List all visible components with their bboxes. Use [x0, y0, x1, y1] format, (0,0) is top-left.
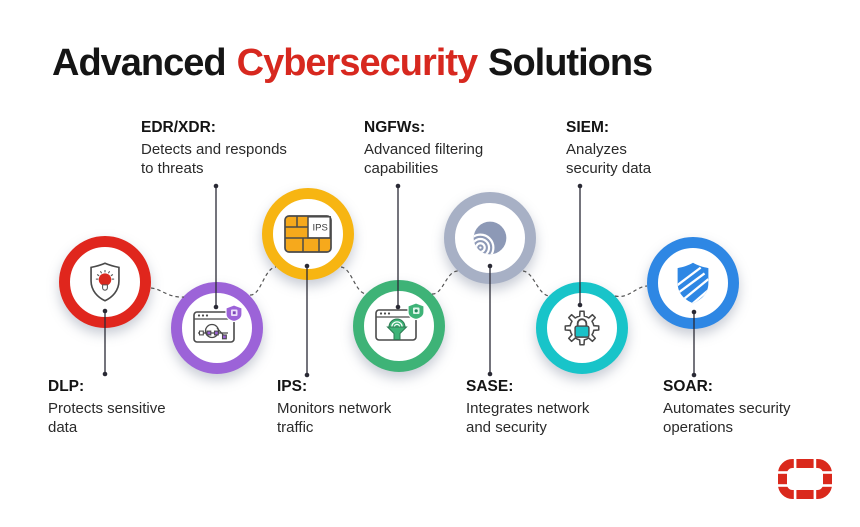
firewall-brick-wall-icon: IPS [284, 215, 332, 253]
title-part2: Solutions [488, 42, 653, 84]
dashed-connector-edr-ips [249, 266, 277, 296]
browser-filter-icon [375, 302, 425, 341]
dashed-connector-siem-soar [614, 285, 648, 298]
fortinet-logo [778, 459, 832, 499]
label-dlp-title: DLP: [48, 378, 85, 395]
label-soar-desc: Automates security operations [663, 400, 791, 436]
title-highlight: Cybersecurity [236, 42, 478, 84]
label-ips: IPS: Monitors network traffic [277, 378, 417, 437]
label-siem-title: SIEM: [566, 119, 610, 136]
solution-circle-ips: IPS [262, 188, 354, 280]
label-siem: SIEM: Analyzes security data [566, 119, 676, 178]
label-dlp-desc: Protects sensitive data [48, 400, 166, 436]
title-part1: Advanced [52, 42, 227, 84]
striped-shield-icon [677, 262, 709, 304]
solution-circle-siem [536, 282, 628, 374]
page-title: Advanced Cybersecurity Solutions [52, 42, 653, 85]
solution-circle-dlp [59, 236, 151, 328]
label-ips-title: IPS: [277, 378, 308, 395]
solution-circle-sase [444, 192, 536, 284]
solution-circle-ngfw [353, 280, 445, 372]
gear-lock-icon [564, 310, 600, 346]
label-siem-desc: Analyzes security data [566, 141, 652, 177]
dashed-connector-sase-siem [522, 270, 551, 297]
ips-icon-text: IPS [313, 223, 328, 234]
label-soar-title: SOAR: [663, 378, 713, 395]
label-edr-desc: Detects and responds to threats [141, 141, 287, 177]
label-ngfw: NGFWs: Advanced filtering capabilities [364, 119, 504, 178]
dashed-connector-ngfw-sase [431, 270, 459, 295]
label-sase-title: SASE: [466, 378, 514, 395]
sphere-signal-icon [473, 221, 507, 255]
label-ngfw-desc: Advanced filtering capabilities [364, 141, 484, 177]
solution-circle-edr [171, 282, 263, 374]
label-dlp: DLP: Protects sensitive data [48, 378, 188, 437]
label-edr-title: EDR/XDR: [141, 119, 216, 136]
label-ips-desc: Monitors network traffic [277, 400, 392, 436]
label-soar: SOAR: Automates security operations [663, 378, 813, 437]
solution-circle-soar [647, 237, 739, 329]
label-edr: EDR/XDR: Detects and responds to threats [141, 119, 301, 178]
label-ngfw-title: NGFWs: [364, 119, 426, 136]
dashed-connector-dlp-edr [150, 287, 185, 298]
dashed-connector-ips-ngfw [340, 266, 368, 295]
browser-network-scan-icon [193, 304, 243, 343]
label-sase: SASE: Integrates network and security [466, 378, 611, 437]
shield-lightbulb-icon [90, 262, 120, 302]
label-sase-desc: Integrates network and security [466, 400, 590, 436]
